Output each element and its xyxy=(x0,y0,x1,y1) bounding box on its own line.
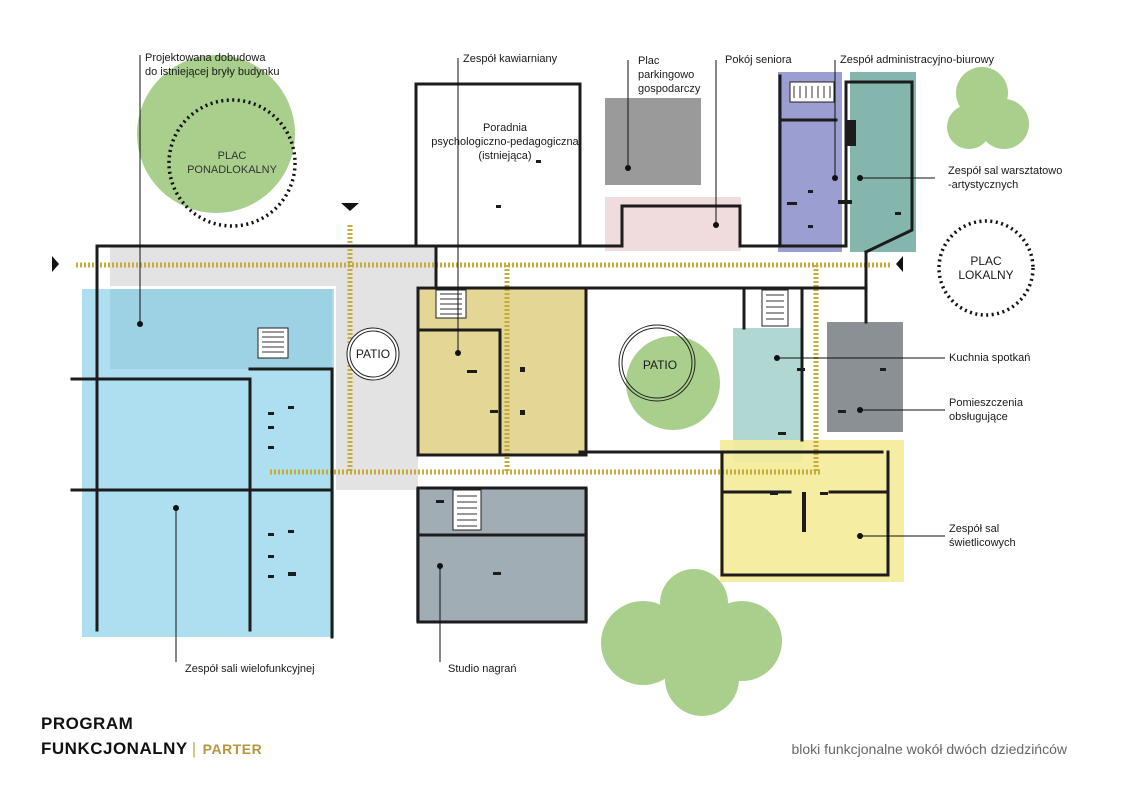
title-line-2-text: FUNKCJONALNY xyxy=(41,739,188,758)
zone-kitchen xyxy=(733,328,803,462)
circulation-paths xyxy=(76,225,890,475)
plac-ponadlokalny-circle xyxy=(167,98,297,228)
label-studio: Studio nagrań xyxy=(448,663,517,675)
label-dobudowa: Projektowana dobudowa do istniejącej bry… xyxy=(145,52,280,78)
label-patio-left: PATIO xyxy=(355,347,391,361)
stairs-multipurpose xyxy=(257,327,289,359)
plac-lokalny-circle xyxy=(937,219,1035,317)
label-swietlica: Zespół sal świetlicowych xyxy=(949,523,1016,549)
label-plac-ponadlokalny: PLAC PONADLOKALNY xyxy=(187,150,277,176)
leader-lines xyxy=(139,55,945,662)
leader-dots xyxy=(137,165,863,569)
zone-extension-overlap xyxy=(110,289,332,369)
label-poradnia: Poradnia psychologiczno-pedagogiczna (is… xyxy=(431,122,579,162)
label-kawiarnia: Zespół kawiarniany xyxy=(463,53,558,65)
arrow-right-icon xyxy=(896,256,903,272)
arrow-top-icon xyxy=(341,203,359,211)
label-plac-parkingowy: Plac parkingowo gospodarczy xyxy=(638,55,701,95)
label-patio-right: PATIO xyxy=(642,358,678,372)
caption: bloki funkcjonalne wokół dwóch dziedzińc… xyxy=(791,741,1068,757)
label-wielofunkcyjna: Zespół sali wielofunkcyjnej xyxy=(185,663,315,675)
title-line-2: FUNKCJONALNY| PARTER xyxy=(41,736,262,762)
tree-top-right xyxy=(947,67,1029,149)
label-pokoj-seniora: Pokój seniora xyxy=(725,54,792,66)
label-warsztaty: Zespół sal warsztatowo -artystycznych xyxy=(948,165,1063,191)
extension-green-circle xyxy=(137,55,295,213)
label-plac-lokalny: PLAC LOKALNY xyxy=(958,254,1014,282)
section-markers xyxy=(52,203,903,272)
title-line-1: PROGRAM xyxy=(41,714,134,733)
title-separator: | xyxy=(191,739,197,758)
zone-service xyxy=(827,322,903,432)
stairs-studio xyxy=(452,489,482,531)
patio-left xyxy=(346,327,400,381)
patio-right xyxy=(618,324,696,402)
walls xyxy=(70,74,914,639)
label-administracja: Zespół administracyjno-biurowy xyxy=(840,54,995,66)
zone-studio xyxy=(416,488,588,622)
label-kuchnia: Kuchnia spotkań xyxy=(949,352,1031,364)
door-marks xyxy=(268,120,901,578)
right-patio-green xyxy=(626,336,720,430)
zone-community xyxy=(720,440,904,582)
zone-workshop xyxy=(850,72,916,252)
arrow-left-icon xyxy=(52,256,59,272)
title-subtitle: PARTER xyxy=(202,741,263,757)
stairs-kitchen xyxy=(761,289,789,327)
zone-parking xyxy=(605,98,701,185)
green-areas xyxy=(137,55,1029,716)
label-pomieszczenia: Pomieszczenia obsługujące xyxy=(949,397,1023,423)
tree-bottom xyxy=(601,569,782,716)
page-title: PROGRAM FUNKCJONALNY| PARTER xyxy=(41,711,262,762)
stair-treads xyxy=(262,86,831,527)
